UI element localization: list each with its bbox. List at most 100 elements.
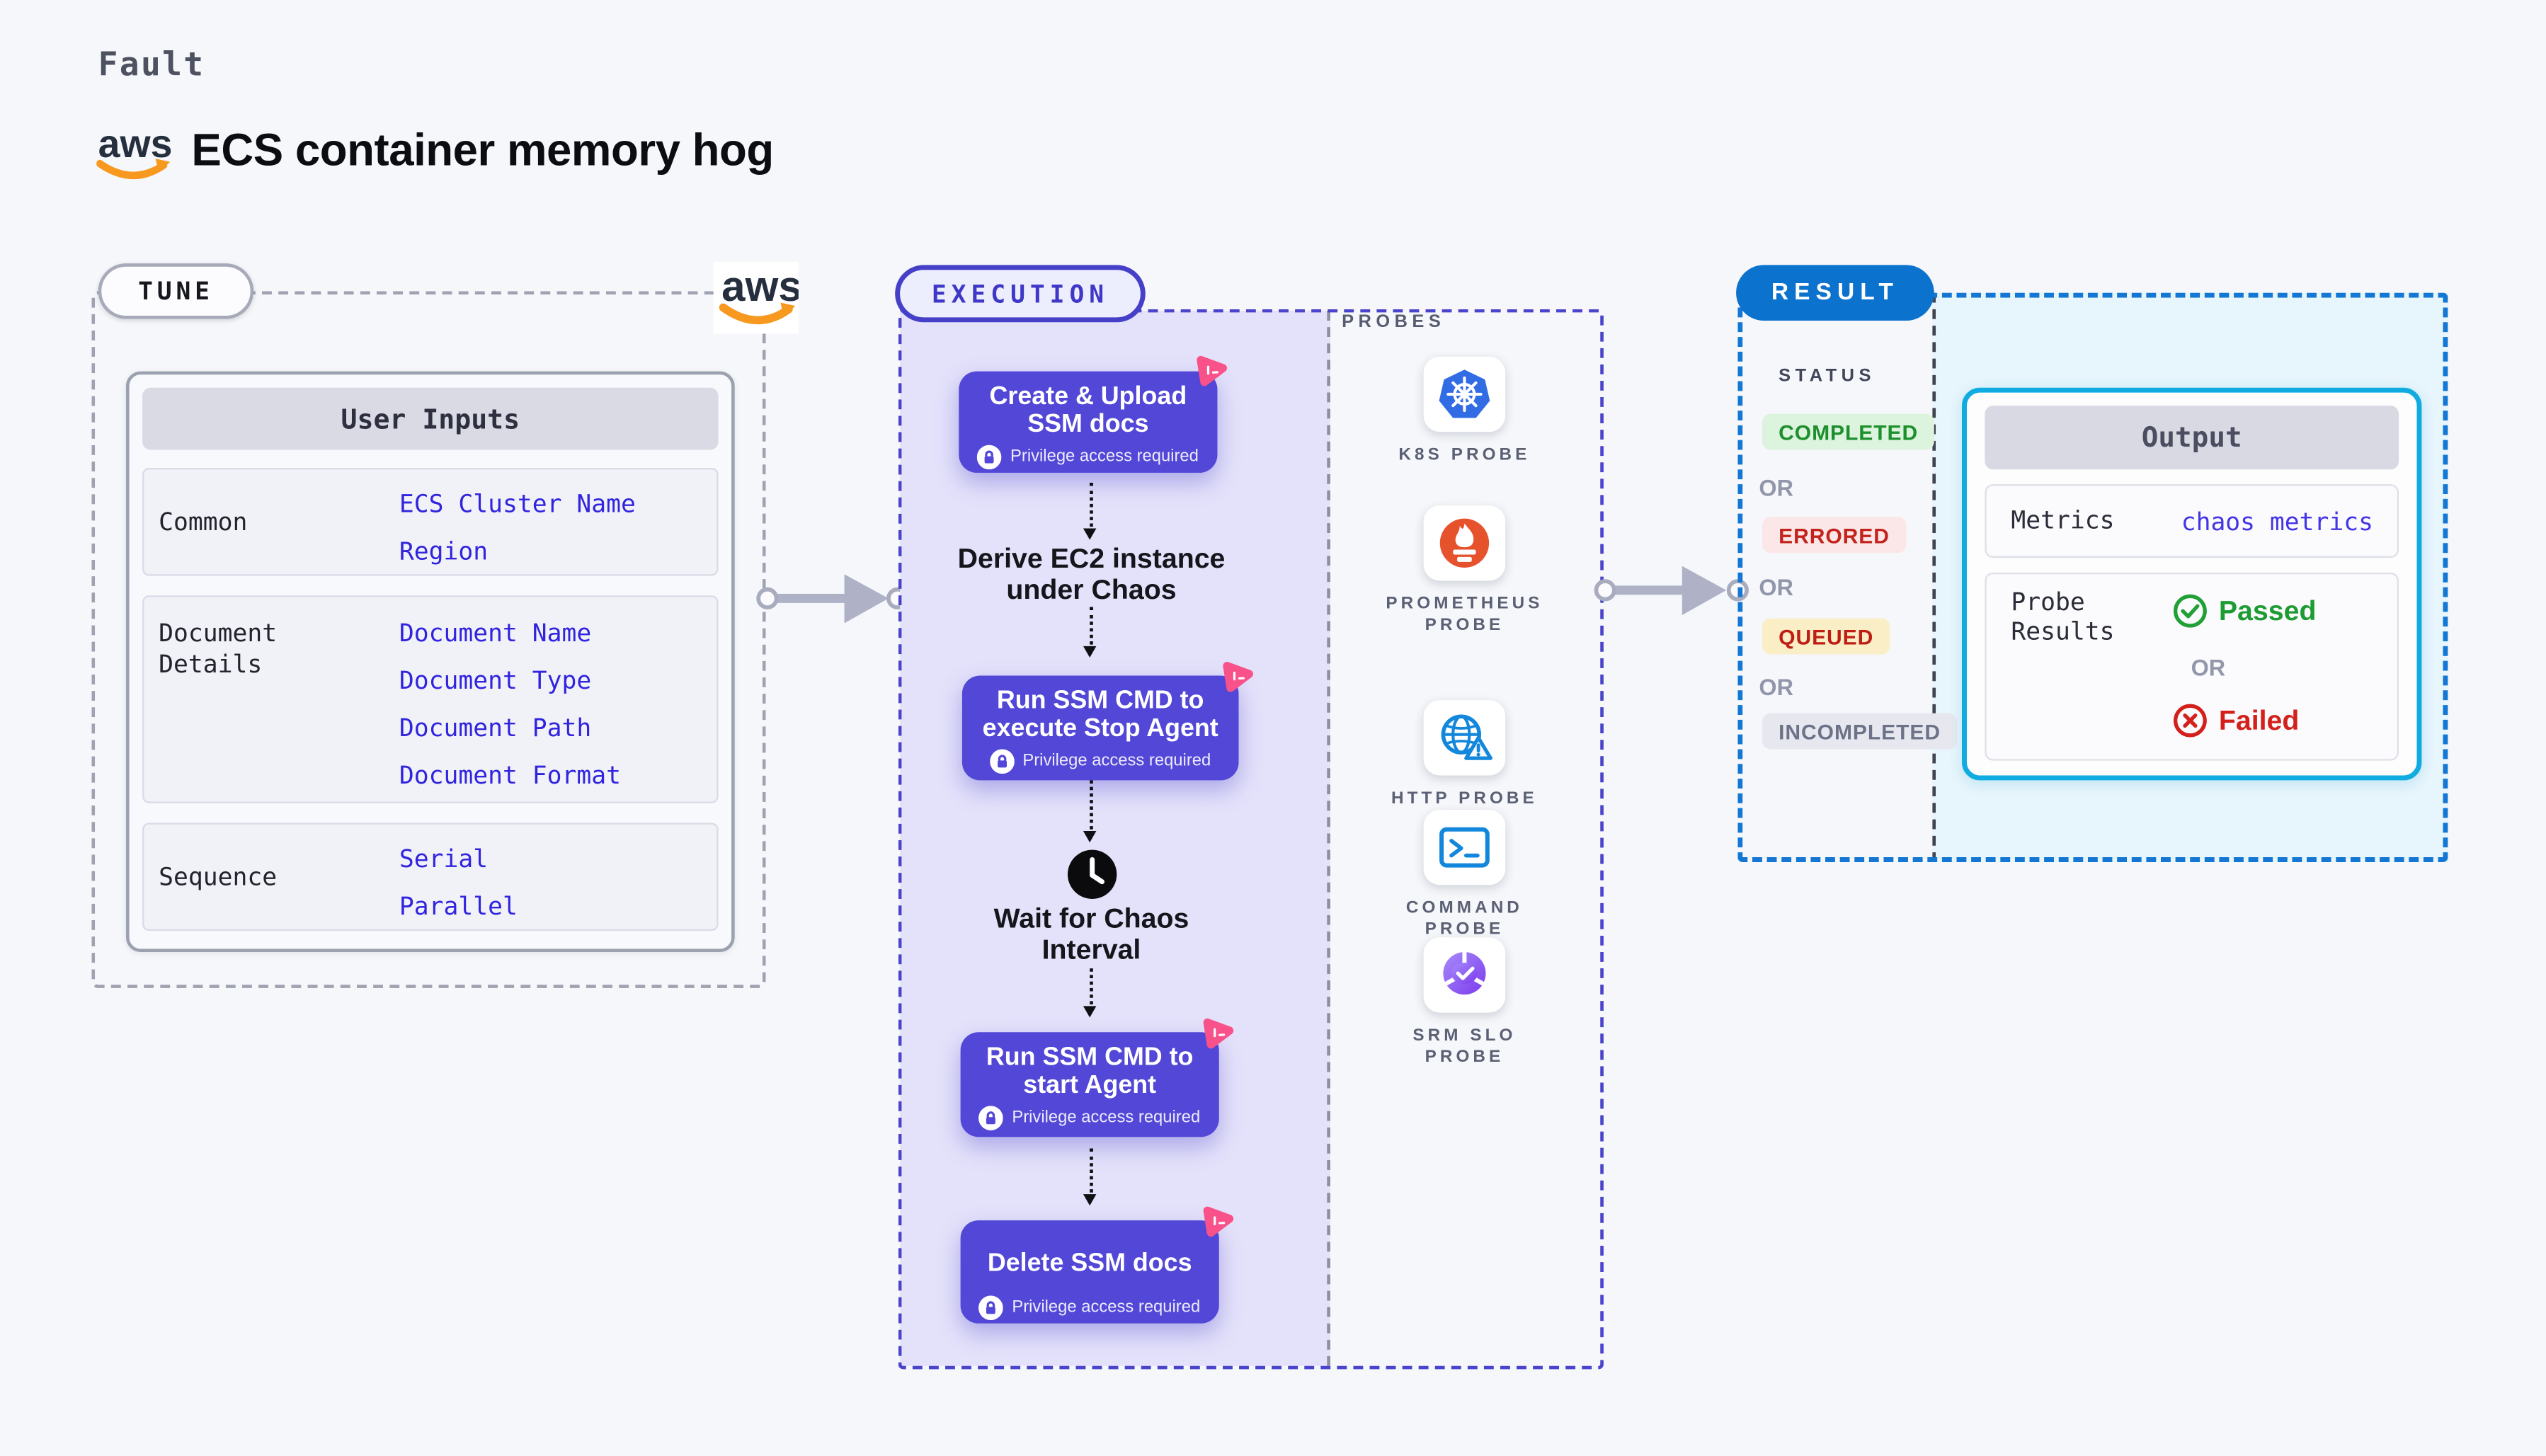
metrics-row: Metrics chaos metrics [1985, 484, 2399, 558]
user-inputs-header: User Inputs [142, 387, 719, 450]
lock-icon [990, 749, 1015, 774]
metrics-value: chaos metrics [2181, 507, 2374, 537]
row-label: Document Details [159, 618, 278, 680]
probe-results-row: Probe Results Passed OR Failed [1985, 572, 2399, 761]
node-title-line: Run SSM CMD to [986, 1043, 1194, 1072]
row-value: Region [399, 537, 489, 566]
http-globe-warning-icon [1441, 714, 1492, 760]
row-value: Document Path [399, 713, 592, 743]
probe-label: HTTP PROBE [1391, 788, 1538, 808]
privilege-label: Privilege access required [1022, 752, 1211, 771]
aws-logo: aws [96, 122, 173, 180]
node-title-line: Delete SSM docs [987, 1249, 1192, 1278]
aws-logo-small: aws [713, 261, 799, 334]
or-separator: OR [1759, 474, 1793, 501]
node-title-line: Create & Upload [989, 382, 1187, 411]
flow-connector [1083, 968, 1097, 1018]
x-circle-icon [2173, 704, 2207, 738]
lock-icon [977, 445, 1003, 470]
probe-item-http: HTTP PROBE [1383, 700, 1546, 809]
table-row-common: Common ECS Cluster Name Region [142, 467, 719, 576]
probe-card [1423, 356, 1506, 432]
command-terminal-icon [1439, 827, 1490, 868]
tune-panel [91, 291, 766, 988]
table-row-document-details: Document Details Document Name Document … [142, 595, 719, 803]
step-label-line: Interval [1041, 933, 1141, 965]
result-panel [1737, 292, 2448, 862]
step-label-wait-interval: Wait for Chaos Interval [927, 904, 1255, 965]
status-title: STATUS [1779, 366, 1876, 386]
node-title-line: SSM docs [1027, 411, 1149, 439]
step-label-line: Derive EC2 instance [957, 543, 1226, 575]
step-label-derive-ec2: Derive EC2 instance under Chaos [927, 543, 1255, 606]
row-value: Parallel [399, 891, 518, 922]
status-badge-incompleted: INCOMPLETED [1762, 713, 1958, 750]
flow-node-create-upload-ssm-docs: Create & Upload SSM docs Privilege acces… [959, 371, 1218, 473]
flow-connector [1083, 780, 1097, 843]
flow-connector [1083, 482, 1097, 540]
execution-pill-label: EXECUTION [931, 279, 1109, 309]
probe-card [1423, 937, 1506, 1013]
step-label-line: under Chaos [1006, 573, 1177, 604]
execution-flow-area [900, 311, 1330, 1366]
metrics-label: Metrics [2011, 505, 2115, 535]
tune-pill-label: TUNE [138, 276, 214, 306]
or-separator: OR [2191, 654, 2226, 681]
chaos-fault-badge-icon [1203, 1206, 1234, 1237]
row-value: Document Name [399, 618, 592, 648]
row-value: Document Type [399, 665, 592, 696]
execution-panel [898, 309, 1604, 1370]
table-row-sequence: Sequence Serial Parallel [142, 822, 719, 932]
status-badge-completed: COMPLETED [1762, 413, 1935, 450]
flow-node-run-ssm-start-agent: Run SSM CMD to start Agent Privilege acc… [960, 1032, 1219, 1137]
probe-card [1423, 700, 1506, 776]
probe-card [1423, 809, 1506, 885]
row-value: Document Format [399, 760, 621, 791]
status-badge-errored: ERRORED [1762, 517, 1906, 554]
probe-results-label: Probe Results [2011, 587, 2115, 646]
tune-pill: TUNE [98, 263, 254, 319]
svg-text:aws: aws [721, 263, 799, 310]
node-title-line: Run SSM CMD to [996, 687, 1204, 715]
execution-to-result-arrow [1594, 566, 1749, 615]
row-label: Sequence [159, 861, 278, 892]
fault-kicker: Fault [98, 44, 205, 84]
row-label: Common [159, 507, 248, 537]
node-title-line: execute Stop Agent [982, 714, 1218, 743]
lock-icon [979, 1295, 1004, 1321]
result-pill: RESULT [1736, 265, 1934, 321]
tune-to-execution-arrow [756, 574, 909, 624]
or-separator: OR [1759, 674, 1793, 701]
or-separator: OR [1759, 574, 1793, 601]
flow-node-delete-ssm-docs: Delete SSM docs Privilege access require… [960, 1220, 1219, 1324]
lock-icon [979, 1106, 1004, 1130]
failed-label: Failed [2218, 704, 2300, 735]
chaos-fault-badge-icon [1203, 1018, 1234, 1049]
node-title-line: start Agent [1023, 1071, 1157, 1100]
prometheus-icon [1439, 518, 1490, 568]
flow-connector [1083, 607, 1097, 658]
probe-label: K8S PROBE [1398, 445, 1531, 465]
row-value: ECS Cluster Name [399, 489, 636, 519]
passed-label: Passed [2218, 595, 2317, 626]
wait-clock-icon [1067, 849, 1117, 899]
probe-result-passed: Passed [2173, 594, 2316, 629]
kubernetes-icon [1439, 369, 1490, 418]
chaos-fault-badge-icon [1197, 355, 1227, 386]
flow-node-run-ssm-stop-agent: Run SSM CMD to execute Stop Agent Privil… [961, 675, 1239, 781]
row-value: Serial [399, 844, 489, 874]
check-circle-icon [2173, 594, 2207, 628]
result-pill-label: RESULT [1771, 280, 1899, 306]
aws-logo-text: aws [98, 122, 173, 166]
privilege-label: Privilege access required [1010, 448, 1199, 466]
status-badge-queued: QUEUED [1762, 618, 1890, 655]
flow-connector [1083, 1148, 1097, 1206]
user-inputs-header-label: User Inputs [341, 403, 520, 435]
privilege-label: Privilege access required [1012, 1299, 1201, 1317]
output-header: Output [1985, 406, 2399, 470]
